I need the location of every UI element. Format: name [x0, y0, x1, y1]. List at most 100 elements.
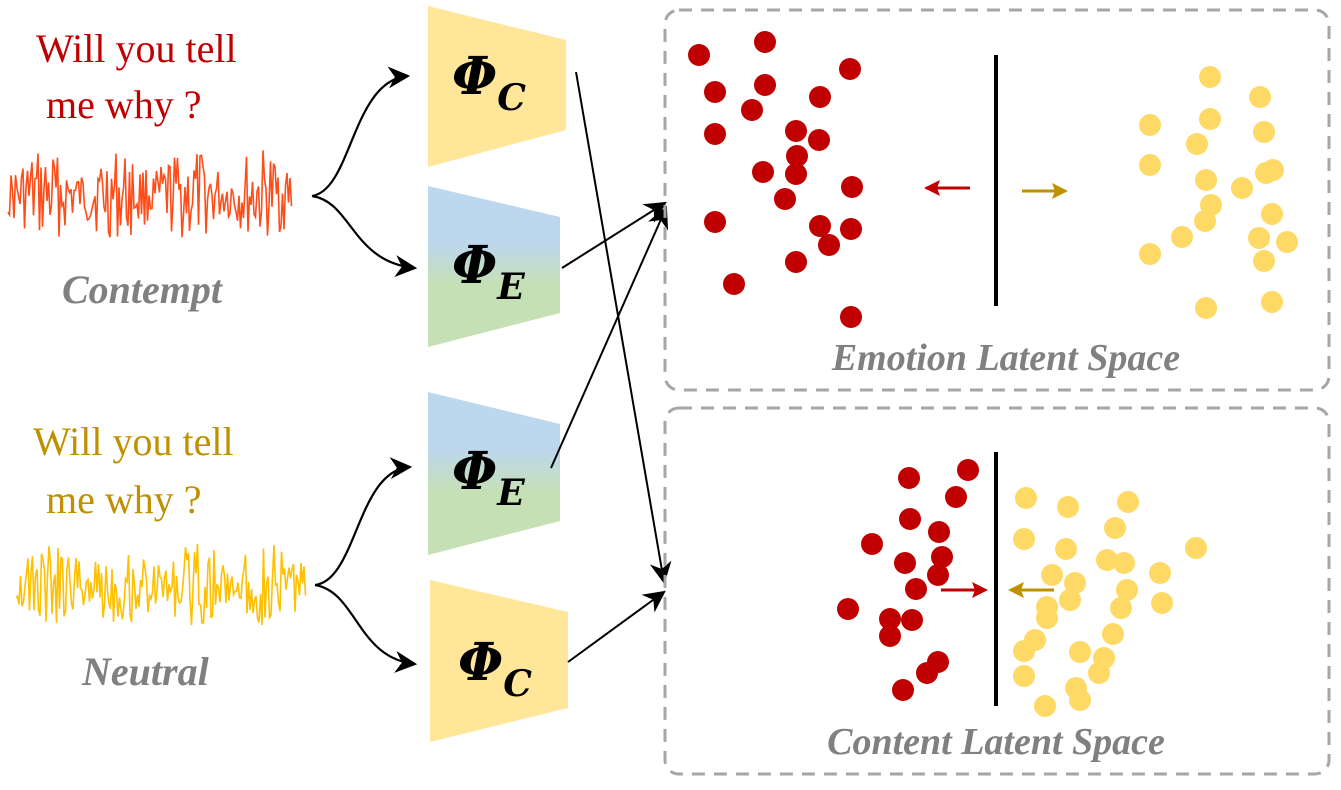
encoder-emotion-2: ΦE: [428, 392, 560, 555]
yellow-dot: [1059, 589, 1081, 611]
phi-subscript: E: [496, 266, 525, 308]
red-dot: [754, 31, 776, 53]
yellow-dot: [1199, 66, 1221, 88]
arrow-content2-to-content-space: [567, 590, 666, 663]
red-dot: [945, 486, 967, 508]
utterance-contempt-line1: Will you tell: [36, 26, 237, 71]
red-dot: [841, 176, 863, 198]
red-dot: [901, 609, 923, 631]
yellow-dot: [1261, 291, 1283, 313]
yellow-dot: [1096, 549, 1118, 571]
yellow-dot: [1102, 623, 1124, 645]
red-dot: [905, 578, 927, 600]
yellow-dot: [1117, 491, 1139, 513]
yellow-dot: [1088, 662, 1110, 684]
yellow-dot: [1185, 537, 1207, 559]
arrow-content1-to-content-space: [575, 71, 672, 585]
red-dot: [861, 533, 883, 555]
yellow-dot: [1195, 297, 1217, 319]
emotion-yellow-cluster: [1139, 66, 1298, 319]
yellow-dot: [1276, 231, 1298, 253]
red-dot: [840, 218, 862, 240]
yellow-dot: [1199, 108, 1221, 130]
arrow-emotion2-to-emotion-space: [550, 205, 669, 469]
svg-text:ΦE: ΦE: [452, 441, 525, 514]
content-space-border: [663, 406, 1331, 776]
red-dot: [839, 58, 861, 80]
content-yellow-cluster: [1013, 487, 1207, 717]
red-dot: [928, 521, 950, 543]
yellow-dot: [1194, 210, 1216, 232]
phi-symbol: Φ: [452, 441, 497, 502]
input-contempt: Will you tell me why ? Contempt: [7, 26, 293, 312]
yellow-dot: [1034, 695, 1056, 717]
emotion-latent-space: Emotion Latent Space: [663, 8, 1331, 392]
red-dot: [809, 215, 831, 237]
yellow-dot: [1041, 564, 1063, 586]
yellow-dot: [1013, 528, 1035, 550]
red-dot: [786, 145, 808, 167]
phi-subscript: C: [497, 77, 526, 119]
red-dot: [898, 467, 920, 489]
red-dot: [879, 608, 901, 630]
arrow-neutral-to-emotion-encoder: [314, 457, 413, 587]
emotion-label-contempt: Contempt: [62, 267, 224, 312]
phi-symbol: Φ: [452, 235, 497, 296]
yellow-dot: [1057, 496, 1079, 518]
yellow-dot: [1104, 517, 1126, 539]
emotion-space-border: [663, 8, 1331, 392]
red-dot: [704, 211, 726, 233]
svg-text:ΦE: ΦE: [452, 235, 525, 308]
content-latent-space: Content Latent Space: [663, 406, 1331, 776]
red-dot: [879, 625, 901, 647]
encoder-emotion-2-shape: [428, 392, 560, 555]
utterance-neutral-line1: Will you tell: [33, 419, 234, 464]
encoder-emotion-1-shape: [428, 186, 560, 347]
encoder-content-1: ΦC: [428, 6, 566, 167]
yellow-dot: [1013, 665, 1035, 687]
red-dot: [808, 129, 830, 151]
red-dot: [688, 44, 710, 66]
red-dot: [704, 81, 726, 103]
arrow-neutral-to-content-encoder: [314, 583, 418, 673]
waveform-neutral: [15, 543, 307, 626]
red-dot: [892, 679, 914, 701]
encoder-content-1-shape: [428, 6, 566, 167]
utterance-neutral-line2: me why ?: [46, 477, 202, 522]
yellow-dot: [1261, 203, 1283, 225]
red-dot: [741, 99, 763, 121]
svg-text:ΦC: ΦC: [458, 632, 532, 705]
svg-text:ΦC: ΦC: [452, 46, 526, 119]
emotion-red-cluster: [688, 31, 863, 328]
yellow-dot: [1069, 641, 1091, 663]
red-dot: [785, 163, 807, 185]
waveform-contempt: [7, 150, 293, 238]
red-dot: [927, 564, 949, 586]
yellow-dot: [1116, 579, 1138, 601]
red-dot: [754, 74, 776, 96]
phi-symbol: Φ: [458, 632, 503, 693]
red-dot: [837, 598, 859, 620]
yellow-dot: [1195, 169, 1217, 191]
red-dot: [840, 306, 862, 328]
yellow-dot: [1253, 250, 1275, 272]
yellow-dot: [1139, 114, 1161, 136]
arrow-contempt-to-content-encoder: [311, 66, 411, 198]
arrow-emotion1-to-emotion-space: [561, 201, 667, 269]
phi-subscript: E: [496, 472, 525, 514]
red-dot: [894, 552, 916, 574]
red-dot: [704, 123, 726, 145]
encoder-content-2-shape: [430, 580, 568, 742]
utterance-contempt-line2: me why ?: [46, 82, 202, 127]
yellow-dot: [1139, 243, 1161, 265]
yellow-dot: [1231, 177, 1253, 199]
encoder-content-2: ΦC: [430, 580, 568, 742]
red-dot: [818, 234, 840, 256]
emotion-push-arrows: [924, 180, 1068, 199]
projection-arrows: [550, 71, 672, 663]
emotion-space-label: Emotion Latent Space: [831, 337, 1180, 379]
yellow-dot: [1171, 226, 1193, 248]
yellow-dot: [1248, 227, 1270, 249]
yellow-dot: [1013, 640, 1035, 662]
red-dot: [723, 273, 745, 295]
